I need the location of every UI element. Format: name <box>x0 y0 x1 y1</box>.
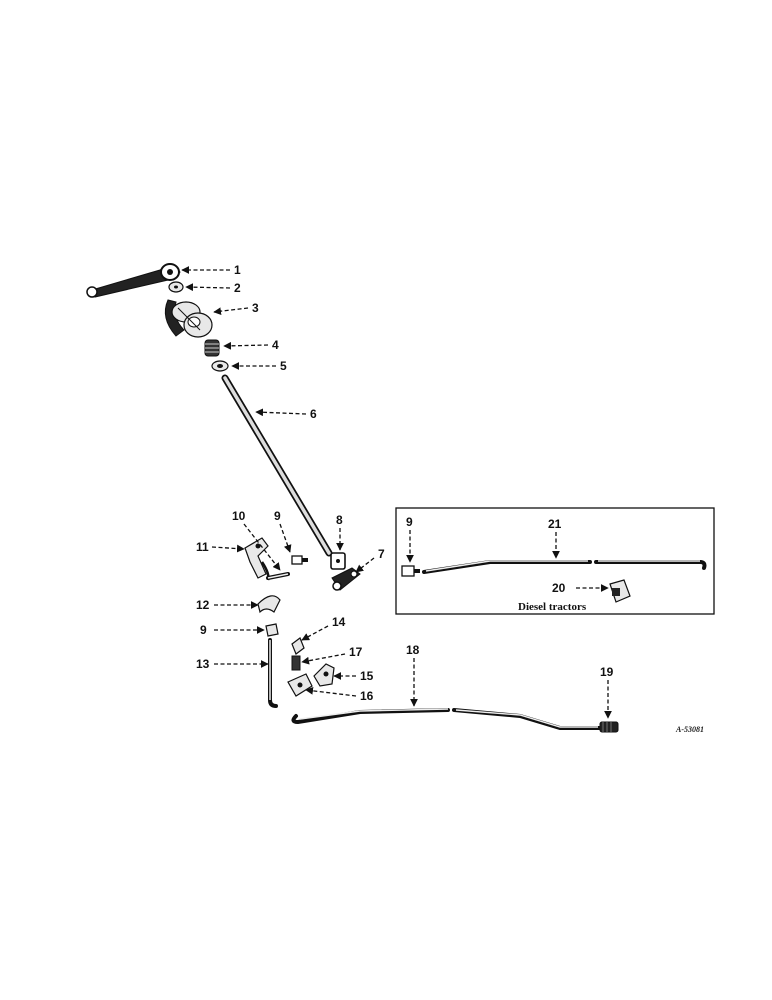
callout-16: 16 <box>360 689 374 703</box>
clip-part <box>291 655 301 671</box>
diesel-inset: Diesel tractors <box>395 507 715 615</box>
callout-5: 5 <box>280 359 287 373</box>
bracket-16-part <box>287 673 313 697</box>
callout-6: 6 <box>310 407 317 421</box>
figure-code: A-53081 <box>675 725 704 734</box>
leader-lines <box>181 266 612 719</box>
callout-20: 20 <box>552 581 566 595</box>
inset-rod-part <box>422 560 707 574</box>
inset-caption: Diesel tractors <box>518 601 587 613</box>
callout-numbers: 1 2 3 4 5 6 7 8 9 10 11 12 9 13 14 15 16… <box>196 263 614 703</box>
callout-9-inset: 9 <box>406 515 413 529</box>
pin-9-upper-part <box>291 555 308 565</box>
vertical-rod-part <box>268 638 278 708</box>
pin-9-lower-part <box>265 623 279 637</box>
inset-bracket-part <box>609 579 631 603</box>
callout-10: 10 <box>232 509 246 523</box>
long-rod-part <box>291 708 602 730</box>
callout-8: 8 <box>336 513 343 527</box>
callout-2: 2 <box>234 281 241 295</box>
short-rod-part <box>266 572 290 580</box>
callout-18: 18 <box>406 643 420 657</box>
callout-14: 14 <box>332 615 346 629</box>
bellcrank-part <box>244 537 270 581</box>
callout-9-upper: 9 <box>274 509 281 523</box>
callout-15: 15 <box>360 669 374 683</box>
callout-3: 3 <box>252 301 259 315</box>
callout-11: 11 <box>196 540 209 554</box>
elbow-link-part <box>257 595 281 614</box>
washer-part <box>168 281 184 293</box>
rod-clamp-part <box>330 552 346 570</box>
callout-13: 13 <box>196 657 210 671</box>
callout-7: 7 <box>378 547 385 561</box>
callout-12: 12 <box>196 598 210 612</box>
callout-9-lower: 9 <box>200 623 207 637</box>
callout-4: 4 <box>272 338 279 352</box>
inset-pin-9-part <box>401 565 420 577</box>
yoke-part <box>291 637 305 655</box>
callout-19: 19 <box>600 665 614 679</box>
washer-5-part <box>211 360 229 372</box>
quadrant-part <box>164 299 213 338</box>
rod-end-part <box>599 721 619 733</box>
callout-17: 17 <box>349 645 363 659</box>
bracket-15-part <box>313 663 335 687</box>
callout-1: 1 <box>234 263 241 277</box>
control-rod-part <box>221 374 333 557</box>
callout-21: 21 <box>548 517 562 531</box>
lower-arm-part <box>331 567 361 591</box>
spring-part <box>204 339 220 357</box>
hand-lever-part <box>86 263 181 298</box>
